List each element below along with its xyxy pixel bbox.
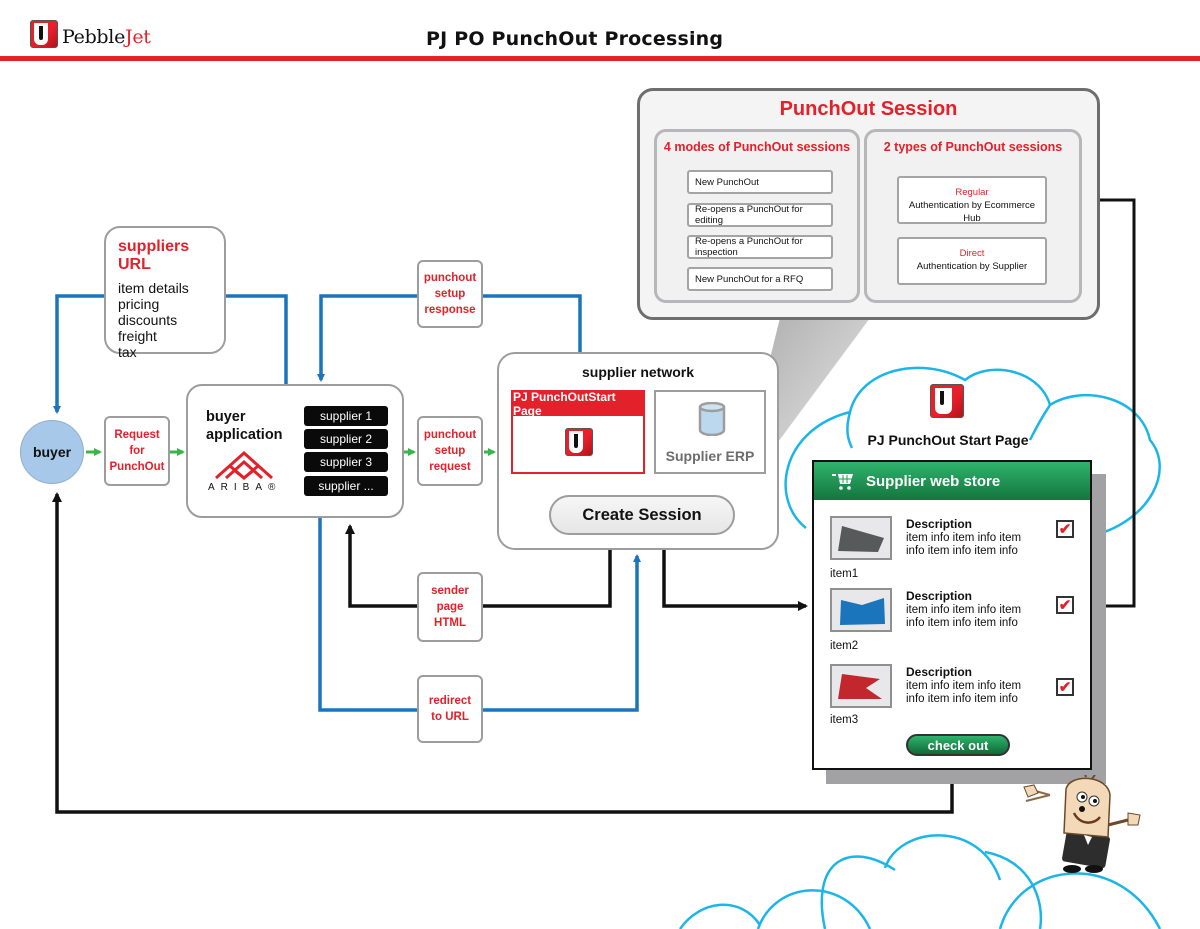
store-header-title: Supplier web store [866, 472, 1001, 490]
pj-logo-icon [930, 384, 964, 418]
supplier-network-title: supplier network [581, 364, 695, 380]
suppliers-url-line: discounts [118, 312, 178, 328]
item-thumbnail[interactable] [830, 664, 892, 708]
create-session-button[interactable]: Create Session [549, 495, 735, 535]
suppliers-url-line: freight [118, 328, 157, 344]
buyer-app-title: buyer application [206, 409, 283, 443]
pj-logo-icon [30, 20, 58, 48]
suppliers-url-line: item details [118, 280, 189, 296]
cloud-store [784, 366, 1161, 537]
supplier-erp-box: Supplier ERP [654, 390, 766, 474]
item-shape-icon [838, 526, 884, 552]
pj-logo-icon [565, 428, 593, 456]
request-punchout-box: Request for PunchOut [104, 416, 170, 486]
mascot-icon [1023, 775, 1141, 873]
suppliers-url-line: pricing [118, 296, 160, 312]
item-description: Description item info item info item inf… [906, 665, 1022, 706]
wire-checkout-to-buyer [52, 492, 954, 814]
types-panel: 2 types of PunchOut sessions Regular Aut… [864, 129, 1082, 303]
pj-start-header: PJ PunchOutStart Page [513, 390, 643, 418]
type-direct: Direct Authentication by Supplier [897, 237, 1047, 285]
supplier-network-box: supplier network PJ PunchOutStart Page S… [497, 352, 779, 550]
wire-network-to-store [662, 550, 808, 611]
setup-request-box: punchout setup request [417, 416, 483, 486]
suppliers-url-title: suppliers URL [118, 238, 190, 273]
item-thumbnail[interactable] [830, 516, 892, 560]
mode-item: Re-opens a PunchOut for inspection [687, 235, 833, 259]
types-title: 2 types of PunchOut sessions [883, 140, 1063, 154]
mode-item: Re-opens a PunchOut for editing [687, 203, 833, 227]
supplier-web-store: Supplier web store item1 Description ite… [812, 460, 1092, 770]
buyer-application-box: buyer application ARIBA® supplier 1 supp… [186, 384, 404, 518]
buyer-node[interactable]: buyer [20, 420, 84, 484]
checkout-button[interactable]: check out [906, 734, 1010, 756]
ariba-wordmark: ARIBA® [208, 482, 282, 493]
punchout-session-title: PunchOut Session [779, 98, 958, 120]
item-shape-icon [840, 598, 885, 625]
supplier-button[interactable]: supplier 2 [304, 429, 388, 449]
sender-page-box: sender page HTML [417, 572, 483, 642]
suppliers-url-box: suppliers URL item details pricing disco… [104, 226, 226, 360]
brand-logo: PebbleJet [30, 20, 151, 48]
item-checkbox[interactable]: ✔ [1056, 520, 1074, 538]
modes-panel: 4 modes of PunchOut sessions New PunchOu… [654, 129, 860, 303]
supplier-button[interactable]: supplier 3 [304, 452, 388, 472]
brand-name: PebbleJet [62, 26, 151, 48]
item-description: Description item info item info item inf… [906, 517, 1022, 558]
suppliers-url-line: tax [118, 344, 137, 360]
type-regular: Regular Authentication by Ecommerce Hub [897, 176, 1047, 224]
mode-item: New PunchOut for a RFQ [687, 267, 833, 291]
cloud-bottom [678, 834, 1162, 929]
ariba-logo-icon [215, 450, 273, 480]
page-title: PJ PO PunchOut Processing [426, 28, 724, 50]
modes-title: 4 modes of PunchOut sessions [663, 140, 851, 154]
item-checkbox[interactable]: ✔ [1056, 678, 1074, 696]
item-thumbnail[interactable] [830, 588, 892, 632]
punchout-session-panel: PunchOut Session 4 modes of PunchOut ses… [637, 88, 1100, 320]
cart-icon [832, 474, 853, 490]
item-name: item3 [830, 714, 859, 726]
mode-item: New PunchOut [687, 170, 833, 194]
item-description: Description item info item info item inf… [906, 589, 1022, 630]
item-shape-icon [838, 674, 882, 699]
supplier-button[interactable]: supplier ... [304, 476, 388, 496]
store-header: Supplier web store [814, 462, 1090, 500]
redirect-box: redirect to URL [417, 675, 483, 743]
wire-session-to-store [1096, 198, 1136, 611]
item-name: item1 [830, 568, 859, 580]
item-name: item2 [830, 640, 859, 652]
pj-punchout-start-page[interactable]: PJ PunchOutStart Page [511, 390, 645, 474]
pj-punchout-start-page-title: PJ PunchOut Start Page [867, 432, 1029, 448]
supplier-erp-label: Supplier ERP [665, 448, 755, 464]
header-rule [0, 56, 1200, 61]
item-checkbox[interactable]: ✔ [1056, 596, 1074, 614]
supplier-button[interactable]: supplier 1 [304, 406, 388, 426]
database-icon [698, 402, 726, 436]
setup-response-box: punchout setup response [417, 260, 483, 328]
